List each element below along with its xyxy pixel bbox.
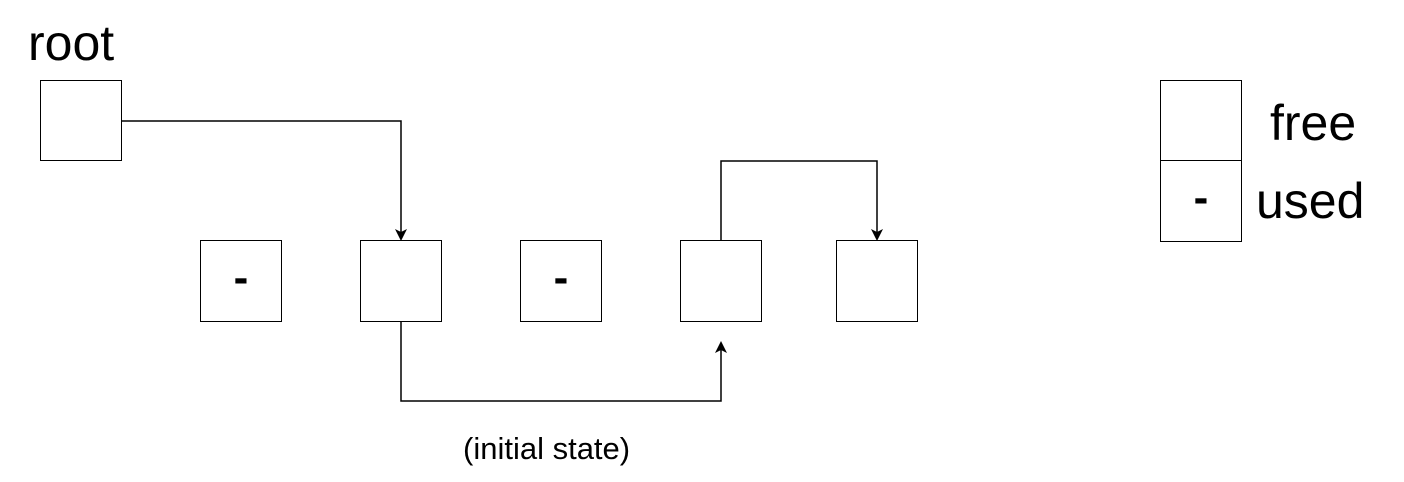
arrow-block-4-to-block-5 [720, 160, 883, 241]
legend-used-label: used [1256, 173, 1365, 229]
block-1-used: - [200, 240, 282, 322]
block-4-free [680, 240, 762, 322]
block-2-free [360, 240, 442, 322]
block-5-free [836, 240, 918, 322]
legend-free-label: free [1270, 95, 1357, 151]
used-mark: - [233, 253, 249, 302]
used-mark: - [553, 253, 569, 302]
legend-used-mark: - [1193, 173, 1209, 222]
root-pointer-box [40, 80, 122, 161]
root-label: root [28, 15, 115, 71]
legend-used-swatch: - [1160, 160, 1242, 242]
arrow-root-to-block-2 [121, 120, 407, 241]
arrow-block-2-to-block-4 [400, 321, 727, 402]
diagram-caption: (initial state) [463, 431, 631, 466]
legend-free-swatch [1160, 80, 1242, 161]
block-3-used: - [520, 240, 602, 322]
